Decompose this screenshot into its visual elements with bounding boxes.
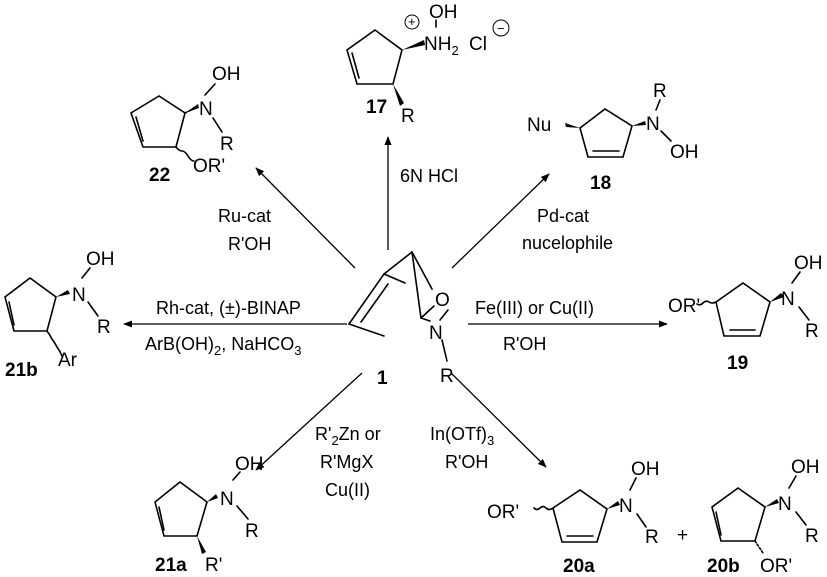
reaction-conditions: 6N HCl Ru-cat R'OH Pd-cat nucelophile Rh… xyxy=(145,166,613,500)
c22-atom-N: N xyxy=(199,99,213,120)
cond-22-line1: Ru-cat xyxy=(218,206,271,226)
c19-atom-OH: OH xyxy=(794,253,823,274)
c21b-number: 21b xyxy=(5,360,38,381)
c17-charge-minus: − xyxy=(497,21,505,36)
c21a-atom-OH: OH xyxy=(235,454,264,475)
c21b-atom-Ar: Ar xyxy=(58,350,78,371)
c1-atom-N: N xyxy=(429,323,443,344)
c19-number: 19 xyxy=(727,353,748,374)
c20b-atom-N: N xyxy=(778,494,792,515)
c17-number: 17 xyxy=(366,97,387,118)
c21b-atom-OH: OH xyxy=(86,249,115,270)
compound-22: OH N R OR' 22 xyxy=(130,64,241,186)
compound-20b: OH N R OR' 20b xyxy=(707,457,820,577)
c22-number: 22 xyxy=(149,165,170,186)
c17-N: N xyxy=(424,34,438,55)
cond-20-line1: In(OTf)3 xyxy=(430,424,494,448)
cond-21a-l1b: Zn or xyxy=(339,424,381,444)
c17-H: H xyxy=(438,34,452,55)
cond-21b-l2a: ArB(OH) xyxy=(145,334,214,354)
cond-21b-line2: ArB(OH)2, NaHCO3 xyxy=(145,334,301,358)
compound-1: O N R 1 xyxy=(348,251,454,389)
c17-atom-R: R xyxy=(401,106,415,127)
c20b-atom-R: R xyxy=(805,526,819,547)
c17-atom-Cl: Cl xyxy=(469,34,487,55)
arrow-to-18 xyxy=(451,173,550,269)
cond-21b-line1: Rh-cat, (±)-BINAP xyxy=(156,298,301,318)
cond-18-line1: Pd-cat xyxy=(537,206,589,226)
cond-22-line2: R'OH xyxy=(228,234,271,254)
arrow-to-21a xyxy=(255,372,363,471)
arrow-to-22 xyxy=(255,167,356,269)
cond-20-l1a: In(OTf) xyxy=(430,424,487,444)
compound-18: Nu N R OH 18 xyxy=(527,81,699,194)
c1-atom-O: O xyxy=(435,290,450,311)
cond-19-line1: Fe(III) or Cu(II) xyxy=(475,298,594,318)
compound-19: OR' N OH R 19 xyxy=(668,253,823,374)
c17-atom-OH: OH xyxy=(429,2,458,23)
c17-sub2: 2 xyxy=(451,43,458,58)
c21a-atom-Rp: R' xyxy=(205,555,222,576)
c22-atom-R: R xyxy=(220,134,234,155)
c19-atom-N: N xyxy=(781,289,795,310)
arrow-to-20a xyxy=(450,372,547,468)
cond-19-line2: R'OH xyxy=(503,334,546,354)
c18-atom-N: N xyxy=(646,114,660,135)
cond-21b-l2sub: 2 xyxy=(214,343,221,358)
c20a-atom-R: R xyxy=(645,527,659,548)
c19-atom-R: R xyxy=(805,321,819,342)
c20a-atom-OH: OH xyxy=(631,459,660,480)
c21a-atom-N: N xyxy=(220,489,234,510)
c17-atom-N: NH2 xyxy=(424,34,459,58)
c20b-atom-OR: OR' xyxy=(760,556,792,577)
c17-charge-plus: + xyxy=(408,14,416,29)
c21a-atom-R: R xyxy=(245,521,259,542)
cond-17-line1: 6N HCl xyxy=(400,166,458,186)
c18-number: 18 xyxy=(590,173,611,194)
plus-sign: + xyxy=(677,525,688,546)
c20a-atom-N: N xyxy=(619,496,633,517)
reaction-arrows xyxy=(123,136,668,471)
compound-17: + OH NH2 Cl − R 17 xyxy=(346,2,510,127)
c20a-atom-OR: OR' xyxy=(487,502,519,523)
cond-21a-l1a: R' xyxy=(315,424,331,444)
cond-21a-line3: Cu(II) xyxy=(325,480,370,500)
cond-21b-l2b: , NaHCO xyxy=(221,334,294,354)
c20b-atom-OH: OH xyxy=(791,457,820,478)
c21b-atom-N: N xyxy=(72,285,86,306)
c21b-atom-R: R xyxy=(97,317,111,338)
cond-21a-line1: R'2Zn or xyxy=(315,424,381,448)
compound-20a: OR' N OH R 20a xyxy=(487,459,660,577)
cond-20-l1sub: 3 xyxy=(487,433,494,448)
cond-21a-line2: R'MgX xyxy=(320,452,373,472)
c1-atom-R: R xyxy=(440,366,454,387)
cond-20-line2: R'OH xyxy=(445,452,488,472)
c19-atom-OR: OR' xyxy=(668,296,700,317)
cond-18-line2: nucelophile xyxy=(522,233,613,253)
c1-number: 1 xyxy=(377,368,388,389)
compound-21b: OH N R Ar 21b xyxy=(4,249,115,381)
cond-21b-l2sub2: 3 xyxy=(294,343,301,358)
compound-21a: OH N R R' 21a xyxy=(154,454,264,576)
c18-atom-R: R xyxy=(653,81,667,102)
c18-atom-Nu: Nu xyxy=(527,115,551,136)
c20a-number: 20a xyxy=(563,556,595,577)
c22-atom-OH: OH xyxy=(212,64,241,85)
cond-21a-l1sub: 2 xyxy=(331,433,338,448)
c21a-number: 21a xyxy=(155,555,187,576)
c20b-number: 20b xyxy=(707,556,740,577)
c18-atom-OH: OH xyxy=(670,142,699,163)
c22-atom-OR: OR' xyxy=(193,156,225,177)
